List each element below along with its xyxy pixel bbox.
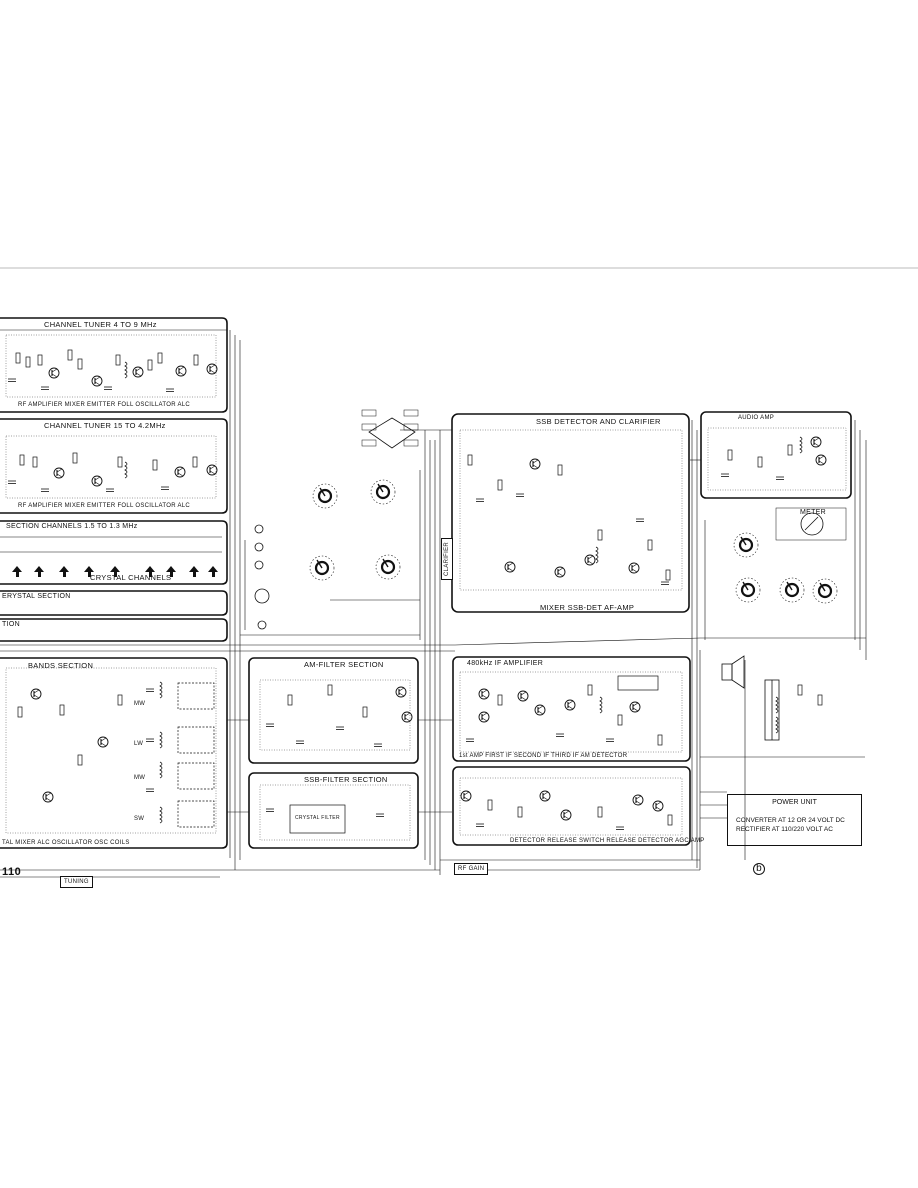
crystal-arrow-7 xyxy=(166,566,176,577)
meter-gauge xyxy=(775,507,847,541)
crystal-channels-footer: CRYSTAL CHANNELS xyxy=(90,573,172,582)
ssb-detector-title: SSB DETECTOR AND CLARIFIER xyxy=(536,417,661,426)
speaker xyxy=(721,655,745,689)
circled-mark: b xyxy=(753,863,765,875)
power-unit-box: POWER UNIT CONVERTER AT 12 OR 24 VOLT DC… xyxy=(727,794,862,846)
ssb-detector-footer: MIXER SSB-DET AF-AMP xyxy=(540,603,635,612)
audio-amp-title: AUDIO AMP xyxy=(738,415,775,421)
connector-sockets xyxy=(254,524,270,630)
channel-tuner-b-box xyxy=(0,418,228,514)
ssb-crystal-filter-label: CRYSTAL FILTER xyxy=(295,815,340,821)
page-number: 110 xyxy=(2,866,22,878)
ssb-filter-title: SSB-FILTER SECTION xyxy=(304,775,388,784)
audio-amp-box xyxy=(700,411,852,499)
am-filter-title: AM-FILTER SECTION xyxy=(304,660,384,669)
crystal-arrow-4 xyxy=(84,566,94,577)
crystal-arrow-6 xyxy=(145,566,155,577)
crystal-arrow-5 xyxy=(110,566,120,577)
bands-section-title: BANDS SECTION xyxy=(28,661,94,670)
osc-coil-cans xyxy=(177,682,215,828)
bands-section-footer: TAL MIXER ALC OSCILLATOR OSC COILS xyxy=(2,840,130,846)
power-unit-line-2: RECTIFIER AT 110/220 VOLT AC xyxy=(736,826,833,833)
power-unit-title: POWER UNIT xyxy=(772,799,817,806)
detector-box xyxy=(452,766,691,846)
channel-tuner-b-footer: RF AMPLIFIER MIXER EMITTER FOLL OSCILLAT… xyxy=(18,503,191,509)
power-unit-line-1: CONVERTER AT 12 OR 24 VOLT DC xyxy=(736,817,845,824)
crystal-channels-title: SECTION CHANNELS 1.5 TO 1.3 MHz xyxy=(6,523,138,530)
channel-tuner-a-footer: RF AMPLIFIER MIXER EMITTER FOLL OSCILLAT… xyxy=(18,402,191,408)
channel-tuner-b-title: CHANNEL TUNER 15 TO 4.2MHz xyxy=(44,421,166,430)
crystal-arrow-9 xyxy=(208,566,218,577)
crystal-arrow-2 xyxy=(34,566,44,577)
clarifier-label: CLARIFIER xyxy=(441,537,453,580)
component-zones xyxy=(5,334,847,841)
power-transformer xyxy=(764,679,780,741)
ssb-filter-box xyxy=(248,772,419,849)
wiring xyxy=(0,330,867,878)
crystal-section-title: ERYSTAL SECTION xyxy=(2,593,71,600)
filter-modules xyxy=(289,675,659,834)
if-amplifier-box xyxy=(452,656,691,762)
tion-title: TION xyxy=(2,621,20,628)
capacitors xyxy=(7,378,785,830)
crystal-section-box xyxy=(0,590,228,616)
band-label-3: MW xyxy=(134,775,146,781)
bands-section-box xyxy=(0,657,228,849)
crystal-arrow-1 xyxy=(12,566,22,577)
crystal-row xyxy=(0,536,222,553)
channel-tuner-a-title: CHANNEL TUNER 4 TO 9 MHz xyxy=(44,320,157,329)
crystal-channels-box xyxy=(0,520,228,585)
plug-pinout xyxy=(361,409,419,449)
if-amplifier-footer: 1st AMP FIRST IF SECOND IF THIRD IF AM D… xyxy=(459,753,628,759)
meter-title: METER xyxy=(800,509,826,516)
channel-tuner-a-box xyxy=(0,317,228,413)
ssb-detector-box xyxy=(451,413,690,613)
band-label-2: LW xyxy=(134,741,144,747)
tion-box xyxy=(0,618,228,642)
crystal-arrow-3 xyxy=(59,566,69,577)
crystal-arrow-8 xyxy=(189,566,199,577)
band-label-1: MW xyxy=(134,701,146,707)
am-filter-box xyxy=(248,657,419,764)
band-label-4: SW xyxy=(134,816,145,822)
detector-footer: DETECTOR RELEASE SWITCH RELEASE DETECTOR… xyxy=(510,838,705,844)
rf-gain-label: RF GAIN xyxy=(454,863,489,875)
tuning-label: TUNING xyxy=(60,876,93,888)
if-amplifier-title: 480kHz IF AMPLIFIER xyxy=(467,660,544,667)
transistors xyxy=(30,363,827,821)
